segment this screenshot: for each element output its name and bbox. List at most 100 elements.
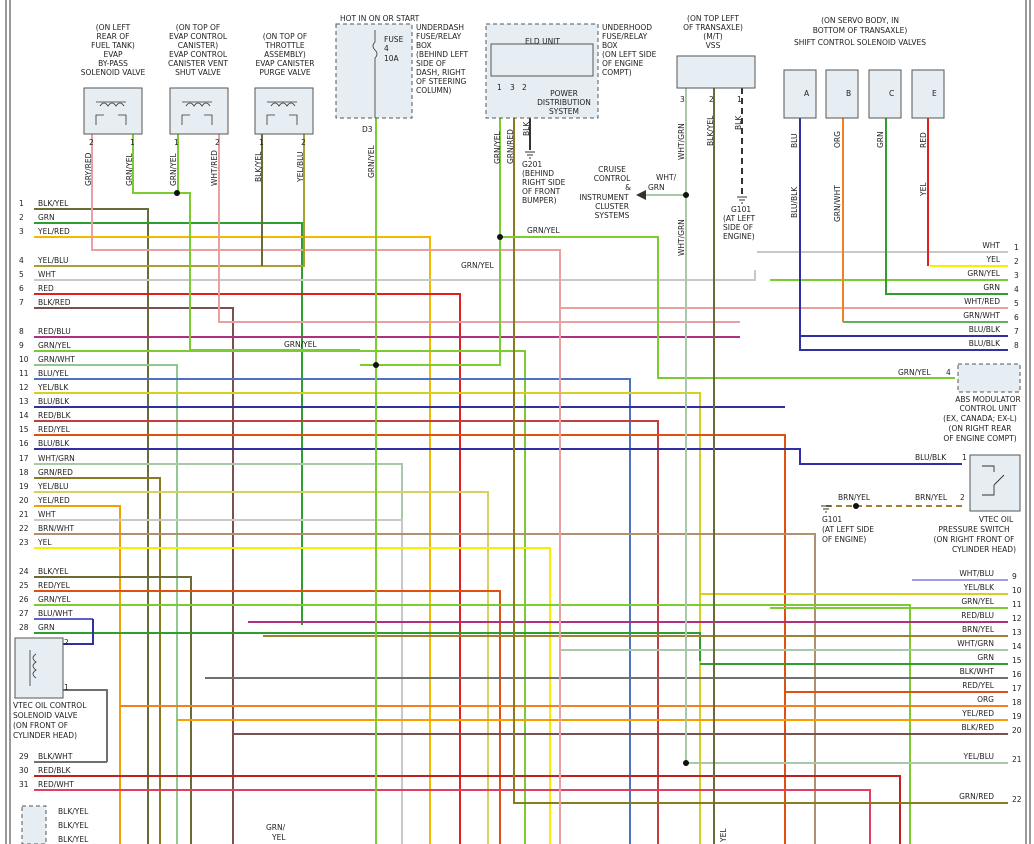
right-pin-number: 7: [1014, 327, 1019, 336]
left-pin-wire: [34, 632, 701, 661]
svg-text:2: 2: [301, 138, 306, 147]
evap-wire-labels: GRY/RED GRN/YEL GRN/YEL WHT/RED BLK/YEL …: [84, 138, 306, 186]
solenoid-coil-icon: [29, 650, 37, 686]
svg-text:RIGHT SIDE: RIGHT SIDE: [522, 178, 566, 187]
left-pin-color-label: RED: [38, 284, 54, 293]
svg-text:VSS: VSS: [706, 41, 721, 50]
left-pin-number: 22: [19, 524, 29, 533]
power-distribution-label: POWER DISTRIBUTION SYSTEM: [537, 89, 591, 116]
underhood-box-label: UNDERHOOD FUSE/RELAY BOX (ON LEFT SIDE O…: [602, 23, 657, 77]
vss-label: (ON TOP LEFT OF TRANSAXLE) (M/T) VSS: [683, 14, 743, 50]
svg-text:BOTTOM OF TRANSAXLE): BOTTOM OF TRANSAXLE): [813, 26, 908, 35]
left-pin-wire: [34, 547, 551, 844]
left-pin-color-label: BLU/BLK: [38, 397, 70, 406]
right-pin-number: 18: [1012, 698, 1022, 707]
right-pin-number: 1: [1014, 243, 1019, 252]
grn-yel-label-1: GRN/YEL: [527, 226, 560, 235]
shift-solenoids-label: (ON SERVO BODY, IN BOTTOM OF TRANSAXLE) …: [794, 16, 926, 47]
fuse-output-wire-label: GRN/YEL: [367, 145, 376, 178]
svg-text:OF ENGINE COMPT): OF ENGINE COMPT): [943, 434, 1016, 443]
svg-text:BUMPER): BUMPER): [522, 196, 557, 205]
vtec-valve-pin-1: 1: [64, 683, 69, 692]
svg-text:CONTROL: CONTROL: [594, 174, 631, 183]
right-pin-number: 20: [1012, 726, 1022, 735]
svg-text:BOX: BOX: [602, 41, 618, 50]
left-pin-wire: [34, 477, 161, 844]
vehicle-speed-sensor: [676, 55, 756, 89]
svg-text:GRN/WHT: GRN/WHT: [833, 185, 842, 222]
bottom-pin-label-3: BLK/YEL: [58, 835, 89, 844]
evap-purge-valve-label: (ON TOP OF THROTTLE ASSEMBLY) EVAP CANIS…: [256, 32, 315, 77]
left-pin-number: 31: [19, 780, 29, 789]
right-pin-color-label: YEL: [986, 255, 1001, 264]
left-pin-number: 8: [19, 327, 24, 336]
vtec-valve-wire-2: [63, 689, 108, 762]
svg-text:SIDE OF: SIDE OF: [416, 59, 446, 68]
right-pin-number: 5: [1014, 299, 1019, 308]
right-pin-color-label: YEL/BLU: [963, 752, 994, 761]
bottom-pin-label-1: BLK/YEL: [58, 807, 89, 816]
left-pin-wire: [34, 590, 501, 844]
svg-text:THROTTLE: THROTTLE: [264, 41, 305, 50]
bottom-grn-yel-label: GRN/: [266, 823, 286, 832]
underdash-box-label: UNDERDASH FUSE/RELAY BOX (BEHIND LEFT SI…: [416, 23, 469, 95]
svg-text:PRESSURE SWITCH: PRESSURE SWITCH: [938, 525, 1009, 534]
left-pin-wire: [34, 434, 786, 844]
junction-dot: [683, 760, 689, 766]
vtec-switch-pin-1: 1: [962, 453, 967, 462]
abs-pin-label: 4: [946, 368, 951, 377]
bottom-pin-label-2: BLK/YEL: [58, 821, 89, 830]
shift-solenoid-b: [825, 69, 859, 119]
bottom-grn-yel-label-2: YEL: [271, 833, 286, 842]
eld-unit: [490, 43, 594, 77]
svg-text:(ON RIGHT REAR: (ON RIGHT REAR: [949, 424, 1012, 433]
svg-text:(M/T): (M/T): [703, 32, 723, 41]
svg-text:OF STEERING: OF STEERING: [416, 77, 466, 86]
left-pin-color-label: YEL/RED: [37, 496, 70, 505]
svg-text:EVAP: EVAP: [103, 50, 123, 59]
svg-text:DASH, RIGHT: DASH, RIGHT: [416, 68, 466, 77]
svg-text:GRN: GRN: [876, 131, 885, 148]
svg-text:ABS MODULATOR: ABS MODULATOR: [955, 395, 1021, 404]
svg-text:COMPT): COMPT): [602, 68, 632, 77]
left-pin-number: 15: [19, 425, 29, 434]
left-pin-number: 21: [19, 510, 29, 519]
left-pin-wire: [34, 222, 303, 625]
cruise-wire-label: WHT/: [656, 173, 677, 182]
right-pin-number: 10: [1012, 586, 1022, 595]
svg-text:E: E: [932, 89, 937, 98]
right-pin-number: 11: [1012, 600, 1022, 609]
vtec-oil-pressure-switch: [969, 454, 1021, 512]
left-pin-number: 14: [19, 411, 29, 420]
left-pin-wire: [34, 392, 701, 844]
left-pin-number: 4: [19, 256, 24, 265]
shift-wire-labels: BLU ORG GRN RED BLU/BLK GRN/WHT YEL: [790, 131, 928, 222]
left-pin-color-label: WHT: [38, 270, 56, 279]
ground-icon: [737, 196, 747, 204]
abs-modulator-control-unit: [957, 363, 1021, 393]
svg-text:WHT/GRN: WHT/GRN: [677, 123, 686, 160]
left-pin-wire: [34, 519, 403, 844]
svg-text:RED: RED: [919, 132, 928, 148]
svg-text:EVAP CONTROL: EVAP CONTROL: [169, 32, 228, 41]
right-pin-color-label: BLK/WHT: [960, 667, 995, 676]
svg-text:BLU: BLU: [790, 134, 799, 148]
g101-top-label: G101 (AT LEFT SIDE OF ENGINE): [723, 205, 756, 241]
svg-text:OF TRANSAXLE): OF TRANSAXLE): [683, 23, 743, 32]
left-pin-color-label: BLU/WHT: [38, 609, 73, 618]
right-pin-number: 4: [1014, 285, 1019, 294]
evap-vent-shut-valve: [169, 87, 229, 135]
left-pin-color-label: RED/WHT: [38, 780, 74, 789]
left-pin-number: 17: [19, 454, 29, 463]
svg-text:A: A: [804, 89, 810, 98]
svg-text:G101: G101: [731, 205, 751, 214]
svg-text:YEL: YEL: [919, 182, 928, 197]
left-pin-color-label: YEL/BLU: [37, 256, 68, 265]
right-pin-number: 2: [1014, 257, 1019, 266]
g201-ground-label: G201 (BEHIND RIGHT SIDE OF FRONT BUMPER): [522, 160, 566, 205]
right-pin-color-label: YEL/BLK: [963, 583, 995, 592]
vtec-switch-label: VTEC OIL PRESSURE SWITCH (ON RIGHT FRONT…: [934, 515, 1017, 554]
svg-text:1: 1: [259, 138, 264, 147]
left-pin-number: 20: [19, 496, 29, 505]
left-pin-color-label: WHT/GRN: [38, 454, 75, 463]
